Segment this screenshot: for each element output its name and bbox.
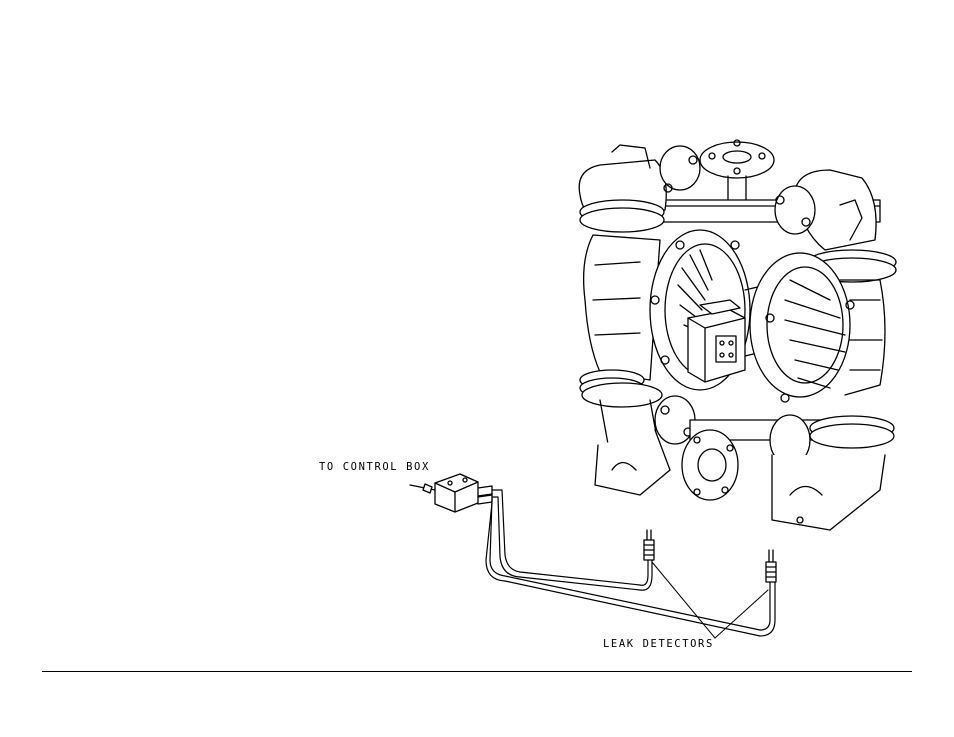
to-control-box-label: TO CONTROL BOX bbox=[319, 461, 430, 473]
junction-box bbox=[410, 474, 492, 512]
leak-detectors-label: LEAK DETECTORS bbox=[603, 638, 714, 650]
leader-lines bbox=[652, 562, 768, 638]
leak-detector-probe-right bbox=[766, 550, 776, 582]
pump-illustration bbox=[579, 140, 896, 530]
page-divider bbox=[42, 671, 912, 672]
leak-detector-probe-left bbox=[644, 530, 654, 560]
signal-cable bbox=[486, 490, 775, 636]
